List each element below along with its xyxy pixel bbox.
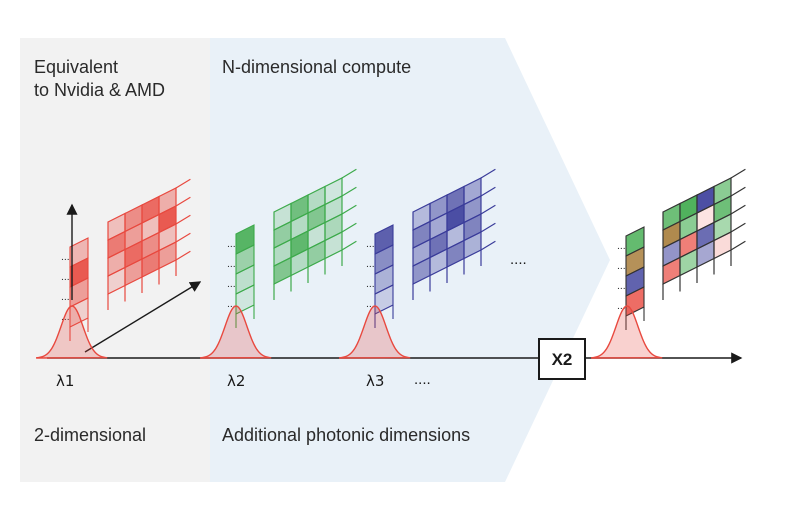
strip-dots: ... xyxy=(366,300,375,310)
grid-line xyxy=(341,204,357,215)
multiplier-label: X2 xyxy=(552,350,573,369)
grid-line xyxy=(730,240,746,251)
strip-dots: ... xyxy=(61,253,70,263)
left-panel-title-line2: to Nvidia & AMD xyxy=(34,80,166,100)
grids: ........................................… xyxy=(61,168,746,341)
red-grid xyxy=(107,178,191,310)
grid-line xyxy=(730,186,746,197)
grid-line xyxy=(341,168,357,179)
grid-line xyxy=(175,178,191,189)
middle-panel-bottom-label: Additional photonic dimensions xyxy=(222,425,471,445)
left-panel xyxy=(20,38,210,482)
grid-line xyxy=(730,204,746,215)
strip-dots: ... xyxy=(227,280,236,290)
grid-line xyxy=(480,186,496,197)
grid-line xyxy=(480,240,496,251)
grid-line xyxy=(175,214,191,225)
left-panel-bottom-label: 2-dimensional xyxy=(34,425,147,445)
strip-dots: ... xyxy=(366,240,375,250)
grid-line xyxy=(175,196,191,207)
strip-dots: ... xyxy=(617,262,626,272)
grid-line xyxy=(730,222,746,233)
strip-dots: ... xyxy=(617,282,626,292)
pulses xyxy=(36,305,663,359)
green-grid xyxy=(273,168,357,300)
grid-line xyxy=(480,204,496,215)
strip-dots: ... xyxy=(61,293,70,303)
grid-line xyxy=(341,240,357,251)
middle-panel xyxy=(210,38,610,482)
green-strip: ............ xyxy=(227,224,255,328)
lambda-2-label: λ2 xyxy=(227,372,245,390)
red-strip: ............ xyxy=(61,237,89,341)
grid-line xyxy=(175,232,191,243)
grid-line xyxy=(480,168,496,179)
strip-dots: ... xyxy=(366,280,375,290)
axis-continuation-dots: .... xyxy=(414,371,431,388)
grid-line xyxy=(175,250,191,261)
left-panel-title-line1: Equivalent xyxy=(34,57,119,77)
grid-line xyxy=(341,222,357,233)
strip-dots: ... xyxy=(61,273,70,283)
strip-dots: ... xyxy=(227,300,236,310)
pulse-lambda-1 xyxy=(36,305,108,359)
pulse-lambda-3 xyxy=(339,305,411,359)
blue-strip: ............ xyxy=(366,224,394,328)
multiplier-box xyxy=(538,338,586,380)
grid-line xyxy=(730,168,746,179)
blue-grid xyxy=(412,168,496,300)
strip-dots: ... xyxy=(617,302,626,312)
strip-dots: ... xyxy=(617,242,626,252)
grid-continuation-dots: .... xyxy=(510,251,527,268)
pulse-output xyxy=(591,305,663,359)
grid-line xyxy=(480,222,496,233)
diagonal-axis-arrow xyxy=(84,281,202,353)
lambda-3-label: λ3 xyxy=(366,372,384,390)
strip-dots: ... xyxy=(61,313,70,323)
strip-dots: ... xyxy=(366,260,375,270)
grid-line xyxy=(341,186,357,197)
strip-dots: ... xyxy=(227,260,236,270)
strip-dots: ... xyxy=(227,240,236,250)
mixed-grid xyxy=(662,168,746,300)
middle-panel-title: N-dimensional compute xyxy=(222,57,412,77)
pulse-lambda-2 xyxy=(200,305,272,359)
lambda-1-label: λ1 xyxy=(56,372,74,390)
